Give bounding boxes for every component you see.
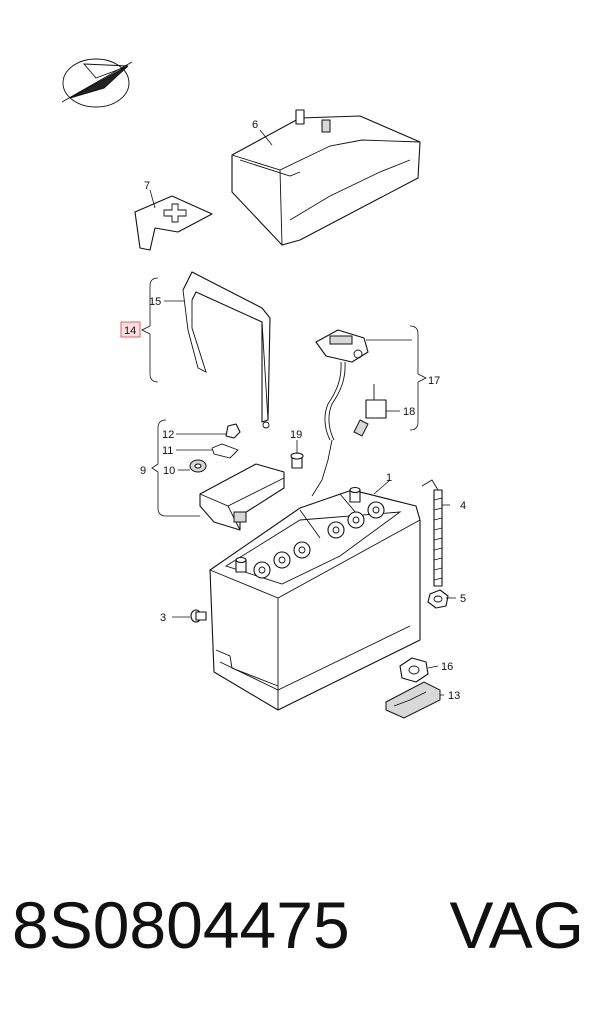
callout-7: 7 xyxy=(144,180,150,192)
nut-5 xyxy=(427,589,449,609)
clip-11 xyxy=(211,443,239,459)
callout-15: 15 xyxy=(149,296,161,308)
callout-9: 9 xyxy=(140,465,146,477)
nut-12 xyxy=(225,423,241,439)
terminal-cover-plate xyxy=(134,195,213,251)
parts-exploded-diagram: 6 7 15 14 17 18 19 12 11 9 10 1 4 5 3 16… xyxy=(61,58,466,719)
callout-12: 12 xyxy=(162,429,174,441)
battery-cover xyxy=(231,109,421,246)
battery xyxy=(209,486,421,711)
callout-14-highlight xyxy=(120,321,141,338)
battery-terminals xyxy=(235,486,361,573)
callout-18: 18 xyxy=(403,406,415,418)
battery-cell-caps xyxy=(253,501,385,579)
sensor-unit xyxy=(353,384,387,437)
callout-11: 11 xyxy=(162,445,173,457)
grommet-10 xyxy=(189,459,207,473)
callout-17: 17 xyxy=(428,375,440,387)
callout-16: 16 xyxy=(441,661,453,673)
callout-labels: 6 7 15 14 17 18 19 12 11 9 10 1 4 5 3 16… xyxy=(124,119,466,702)
callout-19: 19 xyxy=(290,429,302,441)
threaded-rod xyxy=(421,479,443,587)
brand-label: VAG xyxy=(449,888,584,962)
flange-nut-16 xyxy=(399,657,429,683)
callout-4: 4 xyxy=(460,500,466,512)
part-number: 8S0804475 xyxy=(12,888,350,962)
callout-1: 1 xyxy=(386,472,392,484)
callout-10: 10 xyxy=(163,465,175,477)
callout-13: 13 xyxy=(448,690,460,702)
callout-3: 3 xyxy=(160,612,166,624)
callout-5: 5 xyxy=(460,593,466,605)
bolt-3 xyxy=(190,609,207,623)
bolt-19 xyxy=(290,452,304,469)
leader-lines xyxy=(141,129,456,696)
callout-14: 14 xyxy=(124,325,136,337)
retaining-bracket xyxy=(182,271,271,429)
callout-6: 6 xyxy=(252,119,258,131)
compass-logo-icon xyxy=(61,58,133,108)
hold-down-clamp xyxy=(385,681,441,719)
positive-cable-assembly xyxy=(311,329,369,497)
negative-terminal-cover xyxy=(199,463,285,531)
